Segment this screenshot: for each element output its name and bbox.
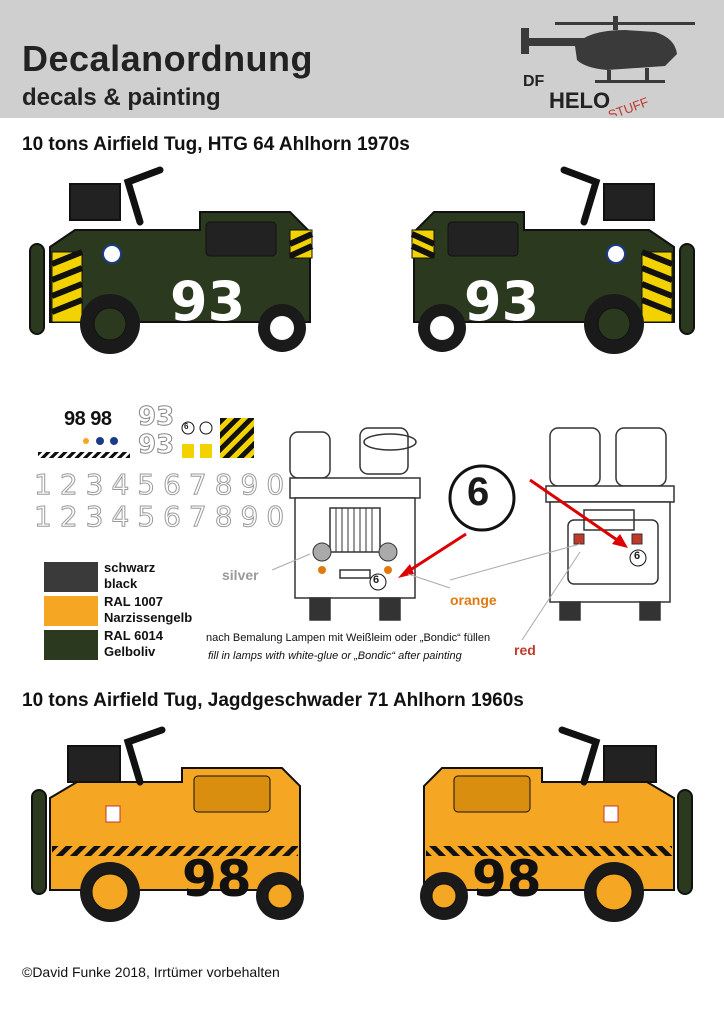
lamp-note-en: fill in lamps with white-glue or „Bondic… — [208, 650, 462, 662]
section-title-1960s: 10 tons Airfield Tug, Jagdgeschwader 71 … — [22, 690, 524, 711]
logo-df-text: DF — [523, 73, 545, 90]
tug-number-98: 98 — [182, 850, 252, 908]
legend-label-de: RAL 6014 — [104, 628, 164, 643]
digit-decals-row-1: 1234567890 — [33, 468, 293, 502]
tug-rear-view-drawing — [545, 427, 675, 621]
tug-body — [31, 726, 304, 922]
swatch-ral-1007 — [44, 596, 98, 626]
legend-label-en: Gelboliv — [104, 644, 156, 659]
tug-front-view-drawing — [289, 427, 421, 621]
legend-label-de: RAL 1007 — [104, 594, 164, 609]
decal-93-b: 93 — [137, 430, 175, 461]
label-silver: silver — [222, 567, 259, 583]
tug-body — [410, 166, 695, 354]
small-emblems-icon — [83, 437, 118, 445]
header-banner: Decalanordnung decals & painting DF HELO… — [0, 0, 724, 118]
digit-decals-row-2: 1234567890 — [33, 500, 293, 534]
small-6-decals — [181, 421, 213, 458]
legend-label-en: Narzissengelb — [104, 610, 193, 625]
unit-emblem-icon — [603, 805, 619, 823]
decal-93-a: 93 — [137, 402, 175, 433]
tug-body — [29, 166, 314, 354]
decal-98-pair: 98 98 — [64, 408, 112, 430]
tug-number-93: 93 — [170, 270, 245, 333]
logo-helo-text: HELO — [549, 88, 610, 113]
callout-circle-6: 6 — [467, 470, 490, 514]
label-red: red — [514, 642, 536, 658]
rear-6-label: 6 — [634, 550, 641, 562]
unit-emblem-icon — [606, 244, 626, 264]
front-6-label: 6 — [373, 574, 380, 586]
lamp-note-de: nach Bemalung Lampen mit Weißleim oder „… — [206, 632, 491, 644]
small-6-label: 6 — [184, 422, 189, 431]
tug-93-right-view: 93 — [410, 166, 695, 354]
stripe-decal — [38, 452, 130, 458]
page-subtitle: decals & painting — [22, 84, 221, 111]
logo-stuff-text: STUFF — [606, 94, 651, 116]
helicopter-icon — [521, 16, 695, 83]
swatch-ral-6014 — [44, 630, 98, 660]
swatch-black — [44, 562, 98, 592]
tug-98-left-view: 98 — [31, 726, 304, 922]
hazard-stripe-decal — [220, 418, 254, 458]
tug-93-left-view: 93 — [29, 166, 314, 354]
tug-body — [420, 726, 693, 922]
dfhelostuff-logo: DF HELO STUFF — [521, 16, 695, 116]
section-title-1970s: 10 tons Airfield Tug, HTG 64 Ahlhorn 197… — [22, 134, 410, 155]
tug-number-98: 98 — [472, 850, 542, 908]
page-title: Decalanordnung — [22, 38, 314, 79]
label-orange: orange — [450, 592, 497, 608]
legend-label-en: black — [104, 576, 138, 591]
unit-emblem-icon — [105, 805, 121, 823]
tug-number-93: 93 — [464, 270, 539, 333]
tug-98-right-view: 98 — [420, 726, 693, 922]
legend-label-de: schwarz — [104, 560, 156, 575]
leader-lines — [271, 543, 581, 641]
unit-emblem-icon — [102, 244, 122, 264]
footer-copyright: ©David Funke 2018, Irrtümer vorbehalten — [22, 964, 280, 980]
